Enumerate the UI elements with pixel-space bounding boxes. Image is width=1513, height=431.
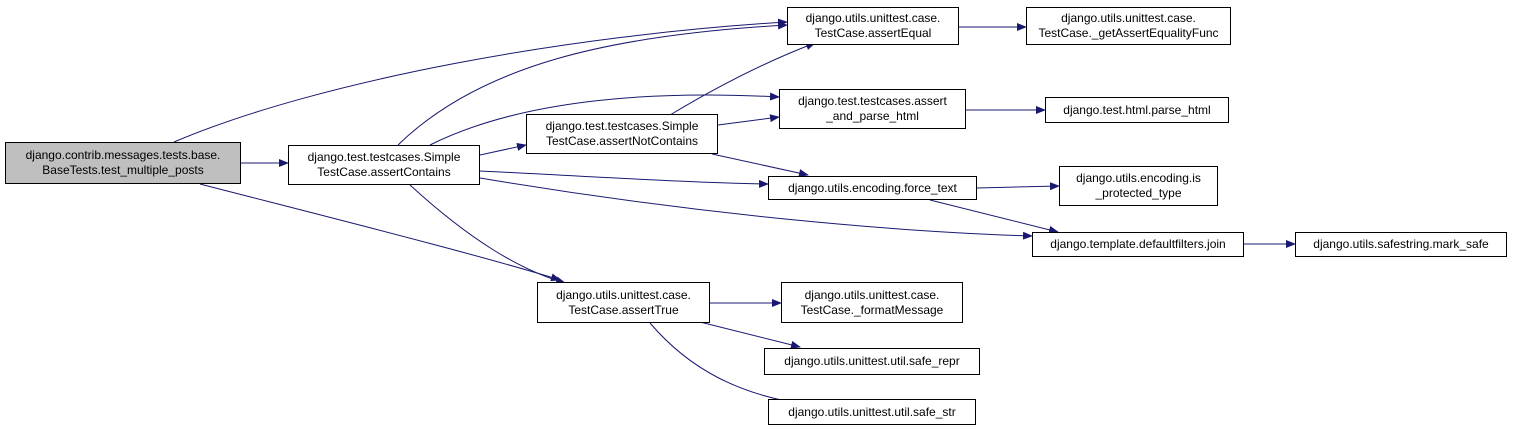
- node-assertTrue[interactable]: django.utils.unittest.case. TestCase.ass…: [537, 282, 710, 323]
- node-label-line2: TestCase.assertTrue: [568, 302, 679, 317]
- node-label-line1: django.test.testcases.assert: [798, 94, 947, 108]
- edge-assertNotContains-to-force_text: [711, 153, 809, 177]
- node-label-line1: django.test.testcases.Simple: [307, 150, 461, 164]
- edge-assertNotContains-to-assertEqual: [669, 42, 816, 116]
- node-label-line2: _protected_type: [1095, 186, 1182, 200]
- edge-assertContains-to-join: [479, 177, 1033, 240]
- edge-test-to-assertEqual: [173, 18, 788, 143]
- node-label-line2: TestCase.assertNotContains: [545, 134, 699, 148]
- node-label-line2: _and_parse_html: [826, 109, 919, 123]
- edge-assertNotContains-to-assert_and_parse_html: [717, 114, 780, 126]
- edge-force_text-to-is_protected_type: [976, 182, 1060, 191]
- node-label-line1: django.test.html.parse_html: [1063, 102, 1211, 117]
- node-label-line1: django.utils.unittest.util.safe_str: [788, 404, 956, 419]
- node-safe-str[interactable]: django.utils.unittest.util.safe_str: [768, 399, 976, 425]
- node-label-line1: django.test.testcases.Simple: [545, 119, 699, 133]
- edge-assertContains-to-assertNotContains: [479, 143, 527, 156]
- node-label-line1: django.utils.unittest.case.: [805, 11, 941, 25]
- node-formatMessage[interactable]: django.utils.unittest.case. TestCase._fo…: [781, 282, 963, 323]
- node-mark-safe[interactable]: django.utils.safestring.mark_safe: [1295, 232, 1507, 257]
- edge-assertContains-to-assert_and_parse_html: [429, 92, 780, 146]
- edge-assertContains-to-assertTrue: [409, 184, 566, 285]
- node-getAssertEqualityFunc[interactable]: django.utils.unittest.case. TestCase._ge…: [1026, 7, 1231, 45]
- edge-assertContains-to-assertEqual: [397, 21, 788, 146]
- node-assertContains[interactable]: django.test.testcases.Simple TestCase.as…: [288, 145, 480, 185]
- node-label-line1: django.utils.unittest.util.safe_repr: [784, 354, 960, 368]
- node-force-text[interactable]: django.utils.encoding.force_text: [768, 176, 977, 200]
- node-label-line2: TestCase._formatMessage: [800, 302, 944, 317]
- node-parse-html[interactable]: django.test.html.parse_html: [1045, 97, 1229, 123]
- node-assertEqual[interactable]: django.utils.unittest.case. TestCase.ass…: [787, 7, 959, 45]
- node-test-multiple-posts[interactable]: django.contrib.messages.tests.base. Base…: [5, 142, 241, 184]
- node-label-line1: django.utils.unittest.case.: [1061, 11, 1196, 25]
- edge-assertContains-to-force_text: [479, 170, 769, 188]
- node-assertNotContains[interactable]: django.test.testcases.Simple TestCase.as…: [526, 114, 718, 154]
- node-label-line2: TestCase._getAssertEqualityFunc: [1038, 26, 1219, 40]
- node-label-line1: django.template.defaultfilters.join: [1050, 237, 1226, 251]
- node-label-line2: BaseTests.test_multiple_posts: [42, 163, 204, 177]
- node-assert-and-parse-html[interactable]: django.test.testcases.assert _and_parse_…: [779, 89, 966, 129]
- node-join[interactable]: django.template.defaultfilters.join: [1032, 232, 1244, 257]
- node-label-line1: django.contrib.messages.tests.base.: [25, 148, 221, 162]
- node-label-line1: django.utils.safestring.mark_safe: [1313, 237, 1489, 251]
- edge-test-to-assertTrue: [199, 183, 561, 282]
- node-label-line1: django.utils.unittest.case.: [804, 287, 940, 302]
- node-is-protected-type[interactable]: django.utils.encoding.is _protected_type: [1059, 166, 1218, 206]
- node-label-line1: django.utils.unittest.case.: [556, 287, 691, 302]
- node-label-line1: django.utils.encoding.is: [1076, 171, 1201, 185]
- node-label-line2: TestCase.assertEqual: [814, 26, 932, 40]
- edge-assertTrue-to-safe_repr: [699, 321, 801, 349]
- node-label-line2: TestCase.assertContains: [317, 165, 451, 179]
- node-safe-repr[interactable]: django.utils.unittest.util.safe_repr: [764, 348, 980, 375]
- node-label-line1: django.utils.encoding.force_text: [788, 180, 957, 195]
- edge-force_text-to-join: [929, 199, 1059, 234]
